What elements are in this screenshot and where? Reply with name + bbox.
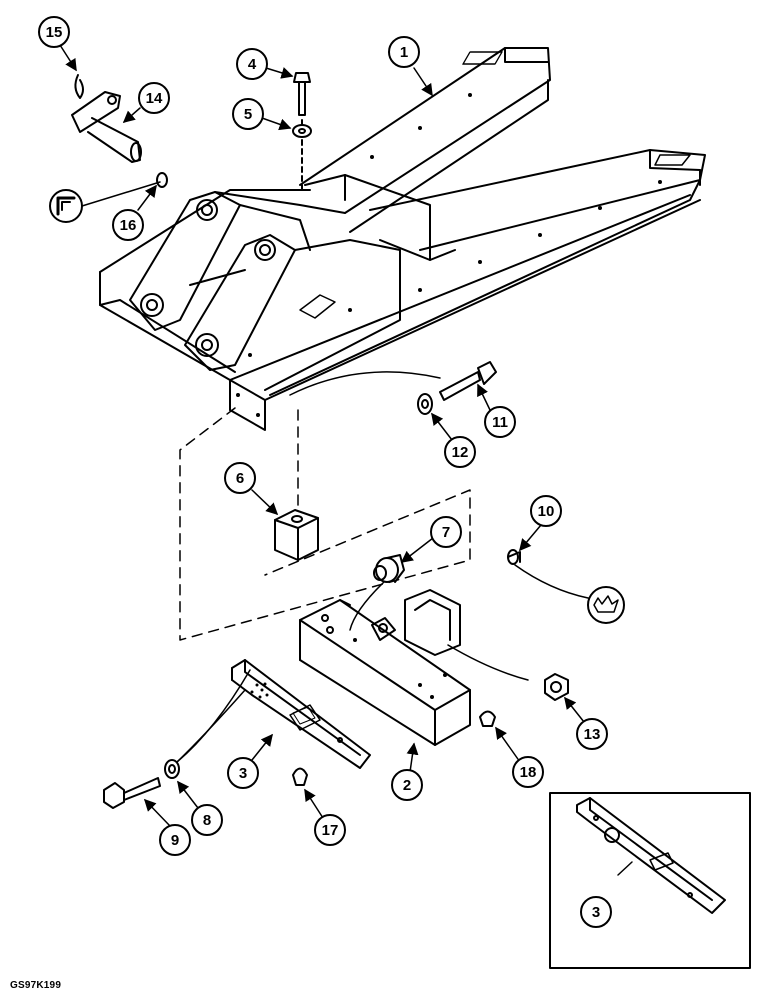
callout-4: 4 [236, 48, 268, 80]
lynch-pin-clip [74, 74, 84, 99]
lock-nut [544, 673, 569, 701]
callout-17: 17 [314, 814, 346, 846]
callout-3: 3 [227, 757, 259, 789]
svg-text:3: 3 [239, 765, 247, 782]
svg-text:12: 12 [452, 444, 469, 461]
callout-13: 13 [576, 718, 608, 750]
svg-text:2: 2 [403, 777, 411, 794]
callout-9: 9 [159, 824, 191, 856]
svg-text:17: 17 [322, 822, 339, 839]
callout-2: 2 [391, 769, 423, 801]
svg-text:14: 14 [146, 90, 163, 107]
callout-3-inset: 3 [580, 896, 612, 928]
svg-text:1: 1 [400, 44, 408, 61]
washer-12 [417, 393, 433, 415]
callout-10: 10 [530, 495, 562, 527]
svg-text:6: 6 [236, 470, 244, 487]
pivot-housing [299, 589, 471, 746]
callout-18: 18 [512, 756, 544, 788]
callout-12: 12 [444, 436, 476, 468]
spacer-block [274, 509, 319, 561]
bolt-11 [439, 361, 497, 401]
svg-text:3: 3 [592, 904, 600, 921]
svg-text:4: 4 [248, 56, 257, 73]
washer-16 [156, 172, 168, 188]
washer-5 [292, 124, 312, 138]
svg-text:7: 7 [442, 524, 450, 541]
svg-text:13: 13 [584, 726, 601, 743]
svg-text:18: 18 [520, 764, 537, 781]
callout-15: 15 [38, 16, 70, 48]
bolt-9 [103, 777, 161, 809]
callout-8: 8 [191, 804, 223, 836]
svg-text:10: 10 [538, 503, 555, 520]
svg-text:8: 8 [203, 812, 211, 829]
mounting-plate [231, 659, 371, 769]
svg-text:5: 5 [244, 106, 252, 123]
svg-text:9: 9 [171, 832, 179, 849]
callout-11: 11 [484, 406, 516, 438]
loctite-symbol [587, 586, 625, 624]
grease-fitting-17 [292, 767, 308, 786]
bushing-7 [373, 554, 405, 583]
grease-fitting-18 [479, 710, 496, 727]
loader-frame [99, 47, 706, 431]
pivot-pin [71, 91, 142, 163]
svg-text:15: 15 [46, 24, 63, 41]
bolt-4 [293, 72, 311, 116]
pin-10 [507, 549, 521, 565]
callout-1: 1 [388, 36, 420, 68]
svg-text:16: 16 [120, 217, 137, 234]
callout-14: 14 [138, 82, 170, 114]
washer-8 [164, 759, 180, 779]
callout-7: 7 [430, 516, 462, 548]
callout-6: 6 [224, 462, 256, 494]
callout-5: 5 [232, 98, 264, 130]
lubricate-symbol [49, 189, 83, 223]
drawing-id-label: GS97K199 [10, 980, 62, 991]
inset-box [549, 792, 751, 969]
callout-16: 16 [112, 209, 144, 241]
svg-text:11: 11 [492, 414, 508, 431]
